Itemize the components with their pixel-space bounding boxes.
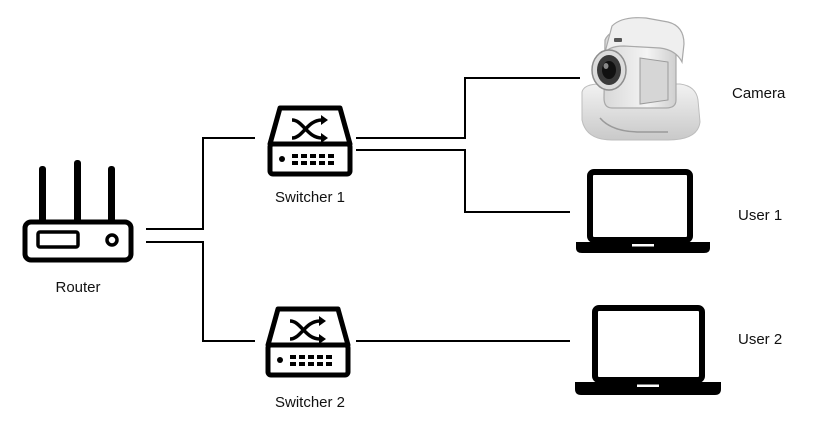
switcher1-label: Switcher 1 <box>275 189 345 206</box>
camera-node[interactable]: Camera <box>581 17 786 141</box>
router-label: Router <box>55 279 100 296</box>
switcher2-node[interactable]: Switcher 2 <box>265 306 351 411</box>
switch-icon <box>265 306 351 378</box>
user1-node[interactable]: User 1 <box>576 169 782 253</box>
router-node[interactable]: Router <box>22 160 134 296</box>
ptz-camera-icon <box>581 17 701 141</box>
switch-icon <box>267 105 353 177</box>
wire-switcher1-user1 <box>356 149 570 213</box>
user1-label: User 1 <box>738 207 782 224</box>
wire-router-switcher2 <box>146 241 255 342</box>
laptop-icon <box>576 169 710 253</box>
router-icon <box>22 160 134 263</box>
laptop-icon <box>575 305 721 395</box>
switcher1-node[interactable]: Switcher 1 <box>267 105 353 206</box>
wire-router-switcher1 <box>146 137 255 230</box>
switcher2-label: Switcher 2 <box>275 394 345 411</box>
camera-label: Camera <box>732 85 786 102</box>
user2-node[interactable]: User 2 <box>575 305 782 395</box>
user2-label: User 2 <box>738 331 782 348</box>
connections <box>146 77 580 342</box>
wire-switcher1-camera <box>356 77 580 139</box>
